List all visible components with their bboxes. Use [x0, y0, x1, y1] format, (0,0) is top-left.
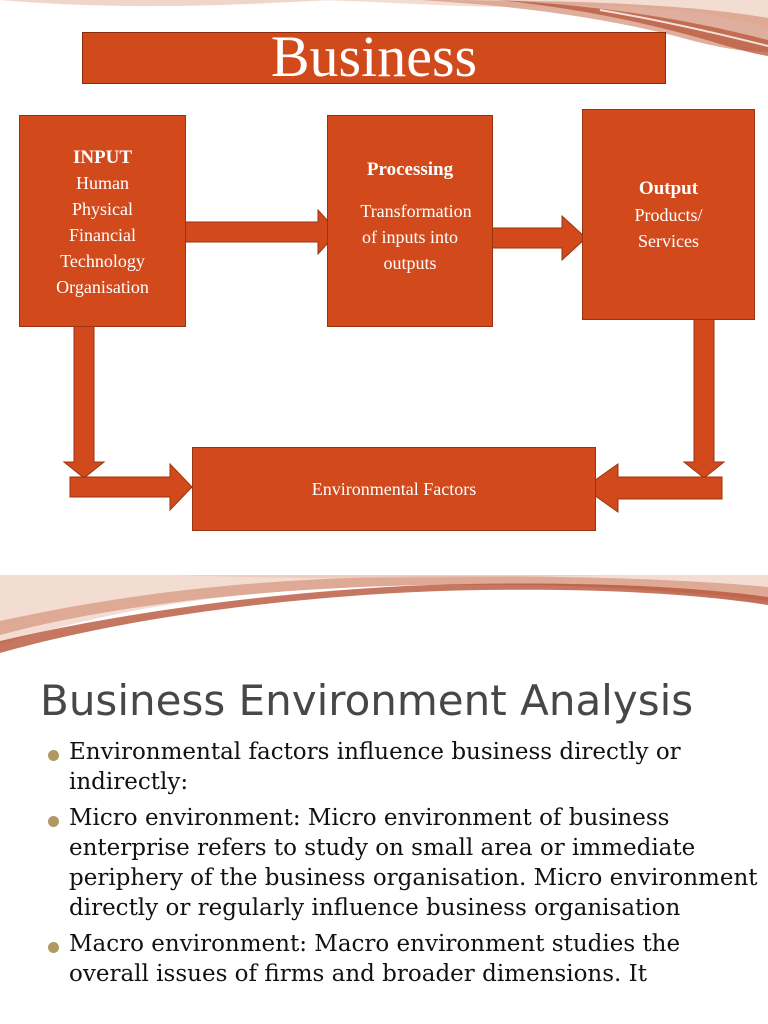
input-line: Human	[76, 173, 129, 193]
output-heading: Output	[638, 178, 699, 199]
arrow-processing-to-output	[479, 214, 587, 262]
bullet-item: Micro environment: Micro environment of …	[46, 803, 758, 923]
arrow-input-down	[62, 319, 106, 479]
bullet-text: Micro environment: Micro environment of …	[69, 805, 758, 921]
bullet-item: Macro environment: Macro environment stu…	[46, 929, 758, 989]
output-line: Products/	[634, 205, 703, 225]
flow-arrows	[62, 208, 726, 513]
decorative-swoosh-top	[0, 575, 768, 660]
arrow-left-to-environment	[69, 462, 193, 512]
input-line: Financial	[69, 225, 136, 245]
processing-box: Processing Transformation of inputs into…	[327, 115, 493, 327]
arrow-output-down	[682, 306, 726, 479]
bullet-dot-icon	[48, 750, 59, 761]
input-line: Organisation	[56, 277, 149, 297]
environmental-factors-box: Environmental Factors	[192, 447, 596, 531]
bullet-text: Macro environment: Macro environment stu…	[69, 931, 681, 987]
output-box: Output Products/ Services	[582, 109, 755, 320]
arrow-right-to-environment	[583, 463, 723, 513]
input-line: Physical	[72, 199, 133, 219]
slide-business-diagram: Business INPUT Human Physical Financial …	[0, 0, 768, 531]
title-banner: Business	[82, 25, 666, 89]
slide-heading: Business Environment Analysis	[40, 676, 694, 725]
input-box: INPUT Human Physical Financial Technolog…	[19, 115, 186, 327]
processing-line: outputs	[383, 253, 437, 273]
input-line: Technology	[60, 251, 145, 271]
input-heading: INPUT	[72, 147, 133, 168]
environmental-factors-label: Environmental Factors	[311, 479, 477, 499]
bullet-text: Environmental factors influence business…	[69, 739, 681, 795]
bullet-dot-icon	[48, 816, 59, 827]
arrow-input-to-processing	[171, 208, 339, 256]
processing-line: of inputs into	[361, 227, 458, 247]
output-line: Services	[638, 231, 699, 251]
bullet-item: Environmental factors influence business…	[46, 737, 758, 797]
bullet-dot-icon	[48, 942, 59, 953]
processing-line: Transformation	[360, 201, 472, 221]
bullet-list: Environmental factors influence business…	[46, 737, 758, 995]
decorative-swoosh-top	[0, 0, 768, 56]
slide-title: Business	[270, 24, 478, 89]
slide-business-environment-analysis: Business Environment Analysis Environmen…	[0, 575, 768, 1024]
processing-heading: Processing	[366, 159, 454, 180]
